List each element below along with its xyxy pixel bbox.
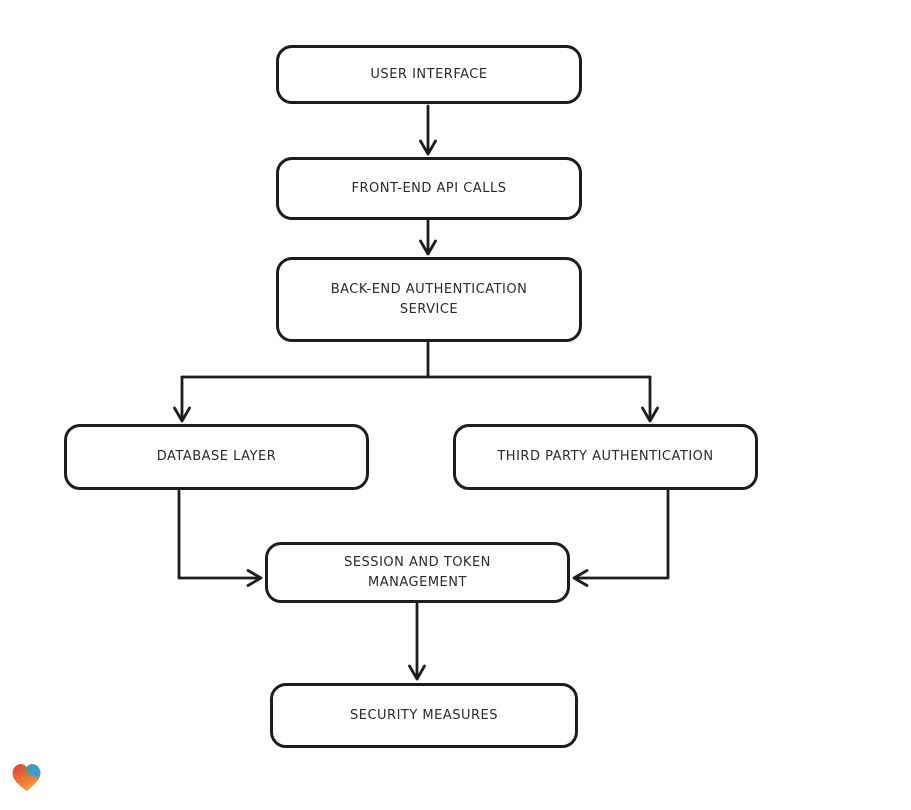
- node-label: FRONT-END API CALLS: [351, 180, 507, 196]
- edge-session-and-token-management-to-security-measures: [408, 602, 426, 681]
- node-front-end-api-calls: FRONT-END API CALLS: [276, 157, 582, 220]
- node-session-and-token-management: SESSION AND TOKEN MANAGEMENT: [265, 542, 570, 603]
- edge-third-party-authentication-to-session-and-token-management: [572, 489, 670, 587]
- node-label: SESSION AND TOKEN: [344, 555, 491, 570]
- gradient-heart-logo[interactable]: [10, 761, 43, 794]
- node-third-party-authentication: THIRD PARTY AUTHENTICATION: [453, 424, 758, 490]
- node-back-end-authentication-service: BACK-END AUTHENTICATION SERVICE: [276, 257, 582, 342]
- node-database-layer: DATABASE LAYER: [64, 424, 369, 490]
- node-label: USER INTERFACE: [370, 66, 488, 82]
- edge-branch-to-third-party-authentication: [641, 375, 659, 423]
- edge-front-end-api-calls-to-back-end-authentication-service: [419, 219, 437, 256]
- edge-user-interface-to-front-end-api-calls: [419, 104, 437, 156]
- edge-database-layer-to-session-and-token-management: [177, 489, 263, 587]
- node-label: SERVICE: [399, 301, 459, 317]
- node-user-interface: USER INTERFACE: [276, 45, 582, 104]
- node-security-measures: SECURITY MEASURES: [270, 683, 578, 748]
- node-label: SECURITY MEASURES: [349, 707, 499, 723]
- node-label: DATABASE LAYER: [156, 449, 277, 465]
- node-label: THIRD PARTY AUTHENTICATION: [497, 449, 714, 465]
- edge-back-end-authentication-service-branch: [180, 341, 652, 379]
- node-label: MANAGEMENT: [368, 574, 467, 590]
- edge-branch-to-database-layer: [173, 375, 191, 423]
- node-label: BACK-END AUTHENTICATION: [330, 282, 528, 297]
